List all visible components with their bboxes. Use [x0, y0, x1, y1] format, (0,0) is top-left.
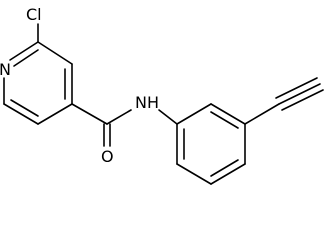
- atom-label-o: O: [101, 147, 114, 166]
- bond-b4-b5: [210, 163, 246, 185]
- bond-c2-c3: [37, 41, 73, 65]
- bond-c4-carbonyl: [71, 103, 108, 125]
- molecule-structure: Cl N NH O: [0, 5, 324, 185]
- atom-label-n-pyridine: N: [0, 60, 11, 79]
- bond-c5-c6-inner: [10, 99, 39, 117]
- triple-bond-2: [275, 77, 318, 99]
- bond-n1-c2: [9, 41, 39, 61]
- bond-carbonyl-n: [106, 109, 132, 125]
- bond-c5-c6: [3, 103, 39, 125]
- benzene-ring: [176, 103, 246, 185]
- structure-canvas: Cl N NH O: [0, 5, 324, 185]
- atom-label-nh: NH: [135, 93, 159, 112]
- bond-b3-ethynyl: [244, 103, 280, 125]
- bond-b5-b6: [176, 163, 212, 185]
- bond-n-phenyl: [158, 109, 178, 125]
- triple-bond-3: [281, 89, 324, 111]
- bond-b2-b3-inner: [210, 111, 239, 129]
- ethynyl-group: [244, 77, 324, 125]
- bond-n1-c2-inner: [13, 49, 39, 67]
- bond-b2-b3: [210, 103, 246, 125]
- bond-b4-b5-inner: [210, 159, 239, 177]
- pyridine-ring: [3, 41, 73, 125]
- triple-bond-1: [278, 83, 321, 105]
- amide-group: [71, 103, 178, 147]
- bond-c4-c5: [37, 103, 73, 125]
- bond-b1-b2: [176, 103, 212, 125]
- atom-label-cl: Cl: [26, 5, 42, 24]
